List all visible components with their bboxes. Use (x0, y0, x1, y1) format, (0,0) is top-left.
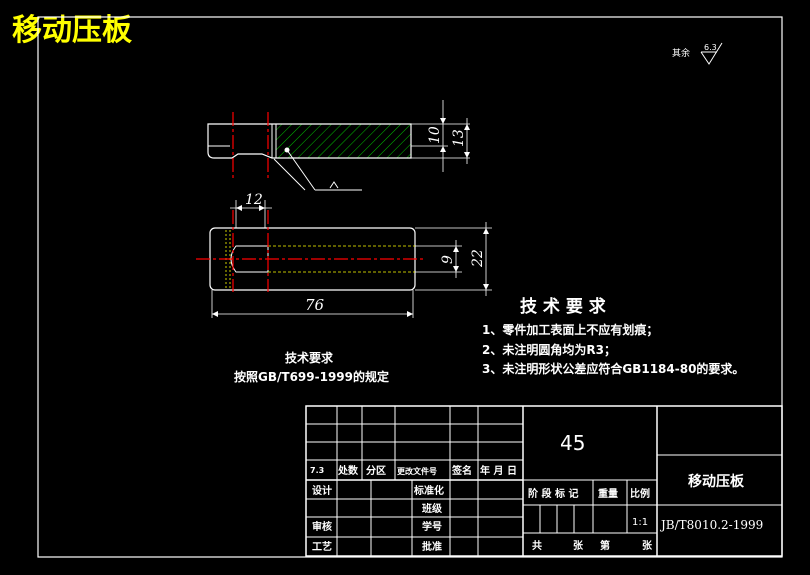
roughness-symbol: 其余 6.3 (672, 42, 723, 65)
dim-22: 22 (470, 249, 486, 268)
tech-heading: 技 术 要 求 (520, 296, 606, 317)
dim-9: 9 (440, 255, 456, 264)
hatch-area (276, 124, 411, 158)
svg-text:按照GB/T699-1999的规定: 按照GB/T699-1999的规定 (234, 369, 389, 384)
part-name: 移动压板 (688, 473, 745, 490)
svg-text:张: 张 (642, 539, 653, 552)
svg-text:比例: 比例 (630, 487, 650, 500)
tech-item-1: 1、零件加工表面上不应有划痕； (482, 322, 658, 337)
title-block-text: 45 移动压板 JB/T8010.2-1999 7.3 处数 分区 更改文件号 … (310, 431, 763, 553)
svg-text:批准: 批准 (422, 540, 442, 553)
tech-requirements: 技 术 要 求 1、零件加工表面上不应有划痕； 2、未注明圆角均为R3； 3、未… (482, 296, 744, 376)
drawing-border (37, 16, 783, 558)
material-value: 45 (560, 431, 585, 455)
svg-text:工艺: 工艺 (312, 540, 332, 553)
svg-text:年 月 日: 年 月 日 (480, 464, 517, 477)
svg-text:审核: 审核 (312, 520, 332, 533)
svg-text:其余: 其余 (672, 47, 690, 59)
plan-view: 12 9 22 76 (196, 192, 492, 318)
title-block (305, 405, 783, 557)
material-note: 技术要求 按照GB/T699-1999的规定 (234, 350, 389, 384)
svg-text:标准化: 标准化 (413, 484, 444, 497)
svg-text:技术要求: 技术要求 (285, 350, 334, 365)
tech-item-3: 3、未注明形状公差应符合GB1184-80的要求。 (482, 361, 744, 376)
svg-text:张: 张 (573, 539, 584, 552)
svg-text:共: 共 (532, 539, 542, 552)
svg-text:更改文件号: 更改文件号 (397, 466, 437, 476)
dim-10: 10 (427, 126, 443, 144)
svg-text:第: 第 (600, 539, 610, 552)
svg-text:7.3: 7.3 (310, 466, 324, 475)
section-view: 10 13 (207, 100, 470, 191)
standard-number: JB/T8010.2-1999 (659, 518, 763, 532)
svg-text:6.3: 6.3 (704, 43, 717, 52)
drawing-title: 移动压板 (12, 13, 132, 48)
svg-text:学号: 学号 (422, 520, 442, 533)
svg-text:班级: 班级 (422, 502, 443, 515)
dim-76: 76 (305, 296, 325, 314)
svg-text:阶 段 标 记: 阶 段 标 记 (528, 487, 578, 500)
svg-text:重量: 重量 (598, 487, 618, 500)
tech-item-2: 2、未注明圆角均为R3； (482, 342, 616, 357)
svg-text:1:1: 1:1 (632, 517, 648, 528)
svg-text:签名: 签名 (451, 464, 472, 477)
dim-13: 13 (451, 129, 467, 147)
svg-text:处数: 处数 (337, 464, 359, 477)
svg-text:分区: 分区 (366, 464, 386, 477)
svg-text:设计: 设计 (312, 484, 332, 497)
dim-12: 12 (245, 192, 263, 208)
